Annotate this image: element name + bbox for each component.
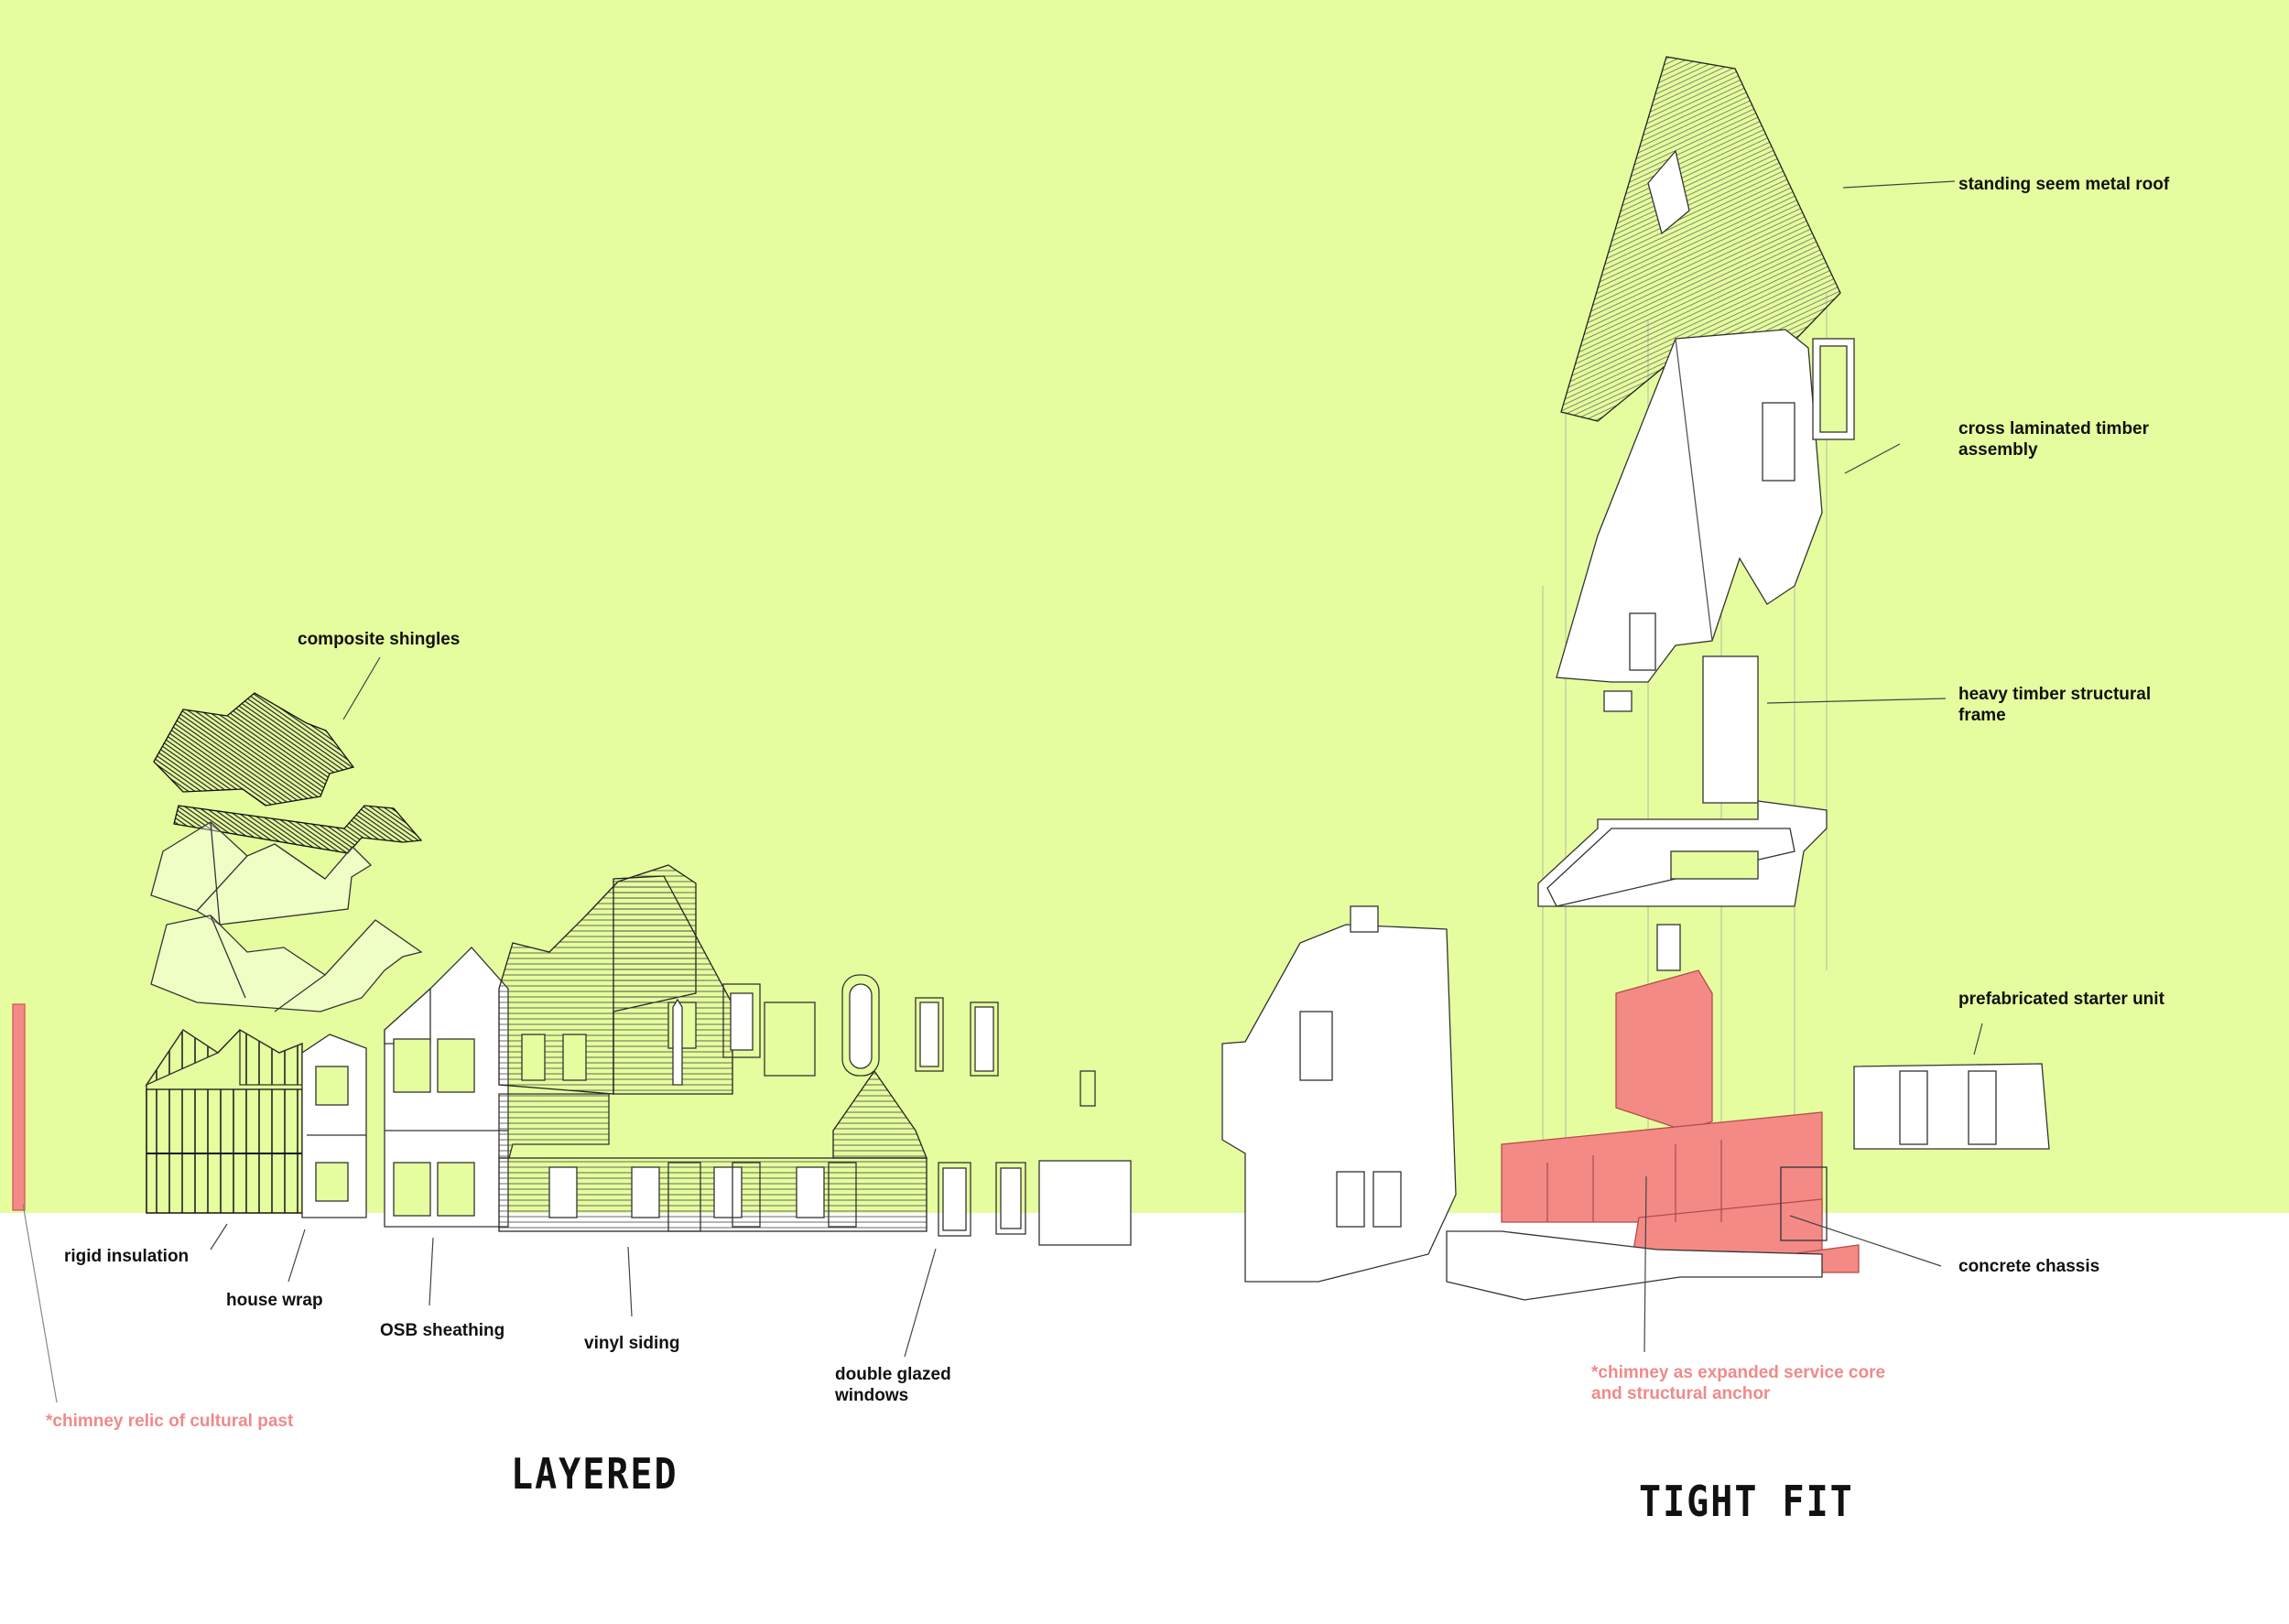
title-tight-fit: TIGHT FIT	[1639, 1478, 1854, 1527]
label-chimney-core-line1: *chimney as expanded service core	[1591, 1363, 1886, 1382]
left-model	[12, 692, 1132, 1246]
label-double-glazed-line2: windows	[835, 1386, 909, 1405]
label-house-wrap: house wrap	[226, 1291, 323, 1310]
label-rigid-insulation: rigid insulation	[64, 1247, 190, 1266]
cross-laminated-timber-assembly	[1556, 329, 1855, 712]
leader-lines	[22, 180, 1983, 1403]
heavy-timber-structural-frame	[1537, 655, 1828, 907]
label-composite-shingles: composite shingles	[298, 630, 461, 649]
title-layered: LAYERED	[511, 1450, 678, 1499]
insulated-stud-frame	[145, 1028, 303, 1214]
vinyl-siding-layer	[498, 864, 928, 1232]
house-wrap-layer	[301, 1034, 367, 1218]
label-clt-line1: cross laminated timber	[1958, 419, 2150, 438]
label-metal-roof: standing seem metal roof	[1958, 175, 2170, 194]
label-chimney-relic: *chimney relic of cultural past	[46, 1412, 294, 1431]
garage-door-panel	[1038, 1160, 1132, 1246]
label-vinyl-siding: vinyl siding	[584, 1334, 680, 1353]
label-concrete-chassis: concrete chassis	[1958, 1257, 2100, 1276]
label-osb-sheathing: OSB sheathing	[380, 1321, 505, 1340]
chimney-relic	[12, 1003, 26, 1211]
label-starter-unit: prefabricated starter unit	[1958, 990, 2164, 1009]
label-chimney-core-line2: and structural anchor	[1591, 1384, 1771, 1403]
prefabricated-starter-unit	[1853, 1063, 2050, 1150]
roof-framing	[150, 821, 423, 1012]
standing-seam-metal-roof	[1560, 56, 1841, 422]
label-double-glazed-line1: double glazed	[835, 1365, 951, 1384]
sky-background	[0, 0, 2289, 1213]
label-clt-line2: assembly	[1958, 440, 2038, 460]
assembled-house	[1221, 905, 1828, 1301]
right-model	[1221, 56, 2050, 1301]
composite-shingles-roof	[153, 692, 423, 854]
label-heavy-timber-line2: frame	[1958, 706, 2006, 725]
windows-layer	[667, 974, 1096, 1237]
osb-sheathing-layer	[384, 947, 509, 1228]
label-heavy-timber-line1: heavy timber structural	[1958, 685, 2152, 704]
